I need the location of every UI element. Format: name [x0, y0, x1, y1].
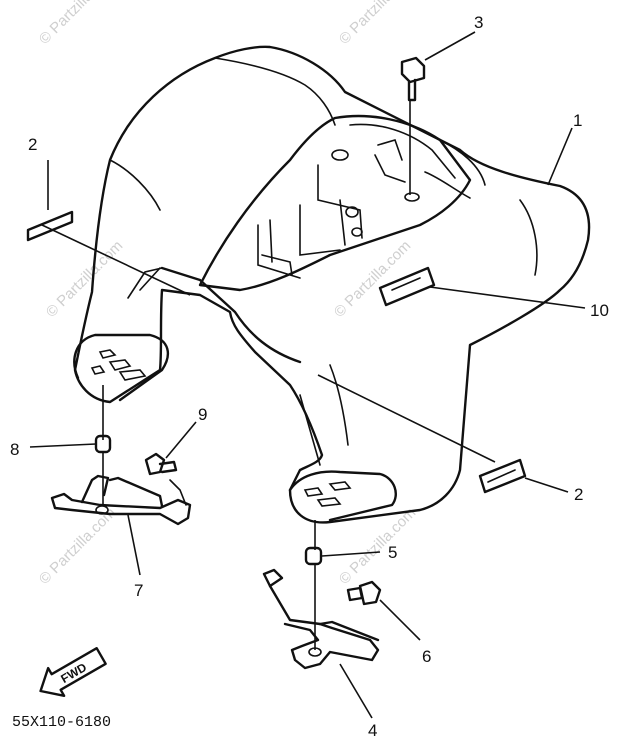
rear-fender [73, 45, 591, 524]
grommet-5 [304, 546, 323, 566]
part-number: 55X110-6180 [12, 714, 111, 731]
callout-4: 4 [368, 721, 377, 740]
bolt-9 [144, 452, 178, 476]
watermark: © Partzilla.com [36, 504, 119, 587]
watermark: © Partzilla.com [336, 0, 419, 48]
leader-lines [29, 31, 586, 719]
watermarks: © Partzilla.com © Partzilla.com © Partzi… [36, 0, 419, 588]
callout-1: 1 [573, 111, 582, 130]
callout-7: 7 [134, 581, 143, 600]
callout-2-left: 2 [28, 135, 37, 154]
callout-9: 9 [198, 405, 207, 424]
bolt-6 [346, 580, 382, 606]
bracket-4 [262, 568, 380, 670]
callout-6: 6 [422, 647, 431, 666]
callout-3: 3 [474, 13, 483, 32]
callout-8: 8 [10, 440, 19, 459]
callouts: 1 2 2 3 4 5 6 7 8 9 10 [10, 13, 609, 740]
callout-2-right: 2 [574, 485, 583, 504]
watermark: © Partzilla.com [43, 237, 126, 320]
callout-5: 5 [388, 543, 397, 562]
bracket-7 [50, 474, 192, 526]
bolt-3 [400, 56, 426, 102]
decal-label-top [378, 266, 436, 307]
decal-label-right [478, 458, 527, 494]
decal-label-left [26, 210, 74, 242]
fwd-arrow: FWD [39, 647, 107, 698]
watermark: © Partzilla.com [36, 0, 119, 48]
callout-10: 10 [590, 301, 609, 320]
